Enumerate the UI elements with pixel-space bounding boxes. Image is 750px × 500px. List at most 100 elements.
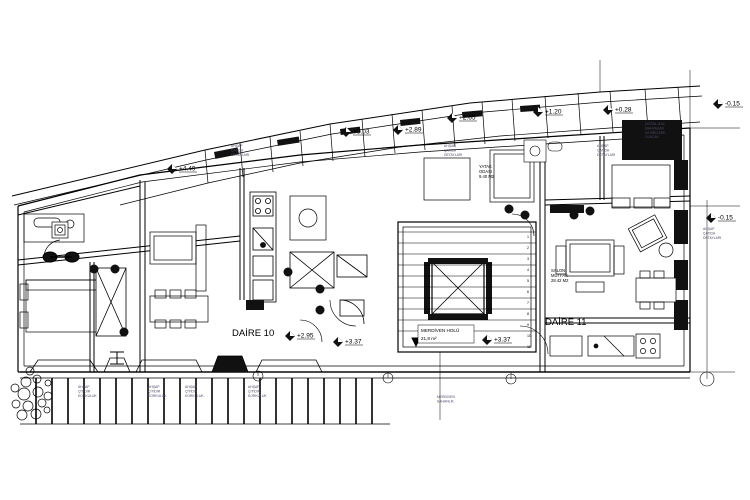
- text-layer: DAİRE 10 DAİRE 11 MERDİVEN HOLÜ 21,8 m² SALO…: [78, 121, 721, 403]
- svg-text:YATAK: YATAK: [479, 164, 492, 169]
- elevation-value: +0.28: [615, 107, 632, 114]
- svg-text:AHŞAP: AHŞAP: [231, 144, 243, 148]
- elevation-value: +3.37: [345, 339, 362, 346]
- svg-text:21,8 m²: 21,8 m²: [421, 336, 437, 341]
- elevation-marker: -0.15: [706, 213, 736, 223]
- svg-text:AHŞAP: AHŞAP: [444, 144, 456, 148]
- column-marker: [520, 210, 530, 220]
- svg-text:8: 8: [527, 312, 529, 316]
- column-marker: [569, 210, 579, 220]
- svg-text:9.40 M2: 9.40 M2: [479, 174, 495, 179]
- svg-text:AHŞAP: AHŞAP: [248, 385, 260, 389]
- svg-text:ÇİTİDİR: ÇİTİDİR: [248, 388, 261, 393]
- elevation-marker: +3.03: [341, 127, 371, 137]
- column-marker: [585, 206, 595, 216]
- svg-text:KORKULUK: KORKULUK: [78, 394, 97, 398]
- svg-text:ÇATIDA: ÇATIDA: [703, 231, 716, 235]
- column-marker: [315, 284, 325, 294]
- column-marker: [119, 327, 129, 337]
- elevation-marker: -0.15: [713, 99, 743, 109]
- axis-circle: [505, 373, 517, 385]
- axis-circle: [699, 371, 715, 387]
- elevation-value: -0.15: [718, 215, 733, 222]
- svg-text:AHŞAP: AHŞAP: [78, 385, 90, 389]
- svg-text:MUTFAK: MUTFAK: [551, 273, 568, 278]
- svg-text:MAHYADAN: MAHYADAN: [645, 126, 665, 130]
- svg-text:10: 10: [527, 334, 531, 338]
- elevation-value: +3.03: [353, 129, 370, 136]
- svg-text:MERDİVEN HOLÜ: MERDİVEN HOLÜ: [421, 327, 459, 333]
- facade-wall-blocks: [550, 120, 688, 330]
- svg-text:ÇATIDA: ÇATIDA: [444, 148, 457, 152]
- svg-text:DOĞAL GAZ: DOĞAL GAZ: [645, 121, 665, 126]
- svg-text:AHŞAP: AHŞAP: [703, 227, 715, 231]
- svg-text:7: 7: [527, 301, 529, 305]
- apartment-label-daire-11: DAİRE 11: [545, 317, 587, 328]
- svg-text:ÇİTİDİR: ÇİTİDİR: [185, 388, 198, 393]
- elevation-value: +2.89: [405, 127, 422, 134]
- railing-balusters: [35, 378, 373, 424]
- svg-text:5: 5: [527, 279, 529, 283]
- column-marker: [283, 267, 293, 277]
- elevation-value: +1.20: [545, 109, 562, 116]
- column-marker: [110, 264, 120, 274]
- svg-text:AHŞAP: AHŞAP: [597, 144, 609, 148]
- svg-text:ODASI: ODASI: [479, 169, 492, 174]
- room-label-merdiven-holu: MERDİVEN HOLÜ 21,8 m²: [417, 324, 475, 344]
- elevation-marker: +4.49: [167, 164, 197, 174]
- elevation-markers: +4.49+3.03+2.89+2.65+1.20+0.28-0.15-0.15…: [167, 99, 743, 347]
- elevation-marker: +3.37: [333, 337, 363, 347]
- elevation-marker: +0.28: [603, 105, 633, 115]
- axis-circle: [382, 372, 394, 384]
- axis-circles: [252, 370, 715, 387]
- svg-text:DETAYLARI: DETAYLARI: [231, 153, 249, 157]
- svg-text:4: 4: [527, 268, 529, 272]
- elevation-marker: +1.20: [533, 107, 563, 117]
- svg-text:AHŞAP: AHŞAP: [185, 385, 197, 389]
- svg-text:MERDİVEN: MERDİVEN: [437, 394, 455, 399]
- svg-text:DETAYLARI: DETAYLARI: [444, 153, 462, 157]
- svg-text:SALON: SALON: [551, 268, 565, 273]
- column-marker: [89, 264, 99, 274]
- elevation-value: +2.95: [297, 333, 314, 340]
- elevation-value: +3.37: [494, 337, 511, 344]
- svg-text:AHŞAP: AHŞAP: [148, 385, 160, 389]
- svg-text:28.42 M2: 28.42 M2: [551, 278, 569, 283]
- svg-text:DETAYLARI: DETAYLARI: [597, 153, 615, 157]
- bottom-railing: [10, 351, 690, 425]
- svg-text:ÇİTİDİR: ÇİTİDİR: [78, 388, 91, 393]
- elevation-value: -0.15: [725, 101, 740, 108]
- svg-text:KORKULUK: KORKULUK: [185, 394, 204, 398]
- elevation-value: +4.49: [179, 166, 196, 173]
- svg-text:2: 2: [527, 246, 529, 250]
- svg-text:DEVRELERE: DEVRELERE: [645, 131, 666, 135]
- svg-text:OLACAK: OLACAK: [645, 135, 659, 139]
- column-marker: [315, 305, 325, 315]
- elevation-marker: +2.95: [285, 331, 315, 341]
- svg-text:ÇATIDA: ÇATIDA: [597, 148, 610, 152]
- svg-text:ÇİTİDİR: ÇİTİDİR: [148, 388, 161, 393]
- svg-text:SAHANLIK: SAHANLIK: [437, 399, 455, 403]
- elevation-marker: +3.37: [482, 335, 512, 345]
- dimension-lines: [257, 60, 740, 420]
- column-marker: [504, 204, 514, 214]
- svg-text:1: 1: [527, 235, 529, 239]
- svg-text:KORKULUK: KORKULUK: [248, 394, 267, 398]
- elevation-marker: +2.89: [393, 125, 423, 135]
- apartment-label-daire-10: DAİRE 10: [232, 328, 274, 339]
- svg-text:6: 6: [527, 290, 529, 294]
